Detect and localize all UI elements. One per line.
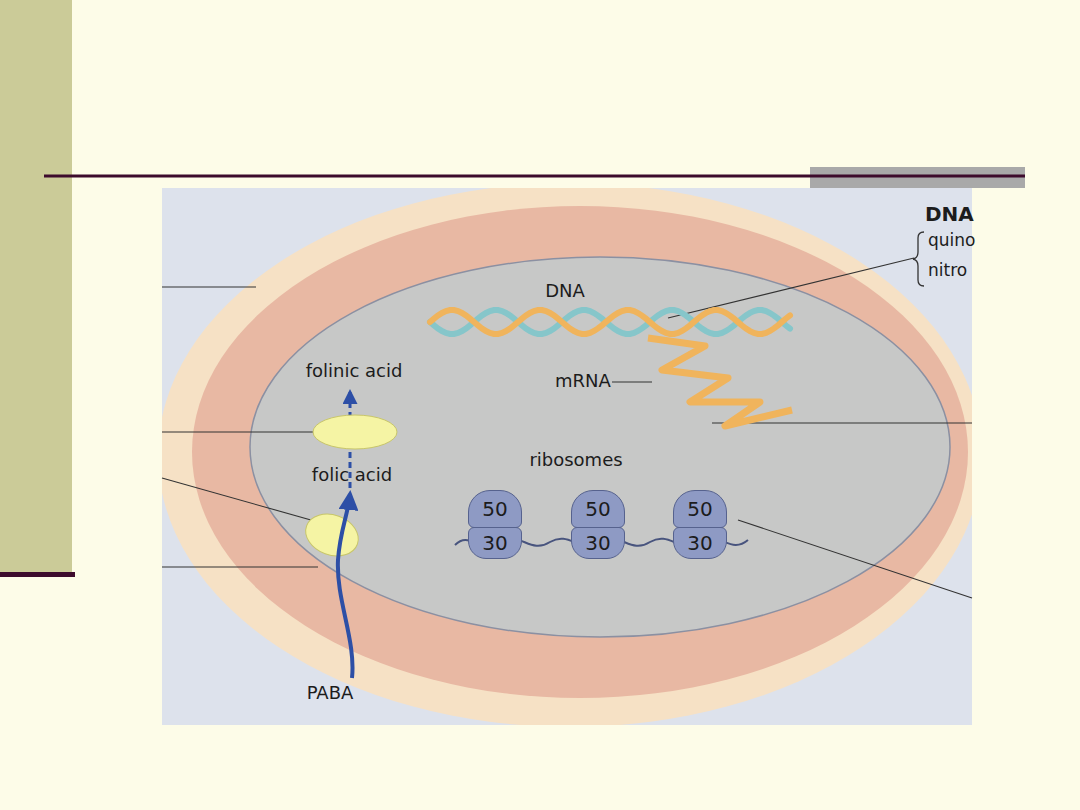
dna-strand bbox=[430, 310, 790, 334]
subunit-number: 30 bbox=[482, 531, 507, 555]
cell-wall bbox=[162, 188, 972, 725]
subunit-number: 50 bbox=[482, 497, 507, 521]
title-rule bbox=[44, 175, 1025, 178]
part-label: PABA bbox=[307, 683, 354, 704]
subunit-number: 50 bbox=[687, 497, 712, 521]
ribosome-large-subunit: 50 bbox=[673, 490, 727, 528]
enzyme bbox=[300, 507, 364, 563]
bracket bbox=[913, 232, 924, 286]
part-label: folinic acid bbox=[306, 361, 403, 382]
part-label: folic acid bbox=[312, 465, 392, 486]
dna-strand bbox=[430, 310, 790, 334]
side-band bbox=[0, 0, 72, 575]
part-label: mRNA bbox=[555, 371, 611, 392]
enzyme bbox=[313, 415, 397, 449]
part-label: quino bbox=[928, 231, 975, 251]
leader-lines bbox=[162, 258, 972, 598]
ribosome-large-subunit: 50 bbox=[468, 490, 522, 528]
mrna-strand bbox=[648, 338, 792, 426]
outer-membrane bbox=[192, 206, 968, 698]
ribosome-large-subunit: 50 bbox=[571, 490, 625, 528]
dna-helix bbox=[430, 310, 790, 334]
part-label: ribosomes bbox=[529, 450, 622, 471]
part-label: DNA bbox=[925, 203, 974, 226]
pabа-arrow bbox=[338, 494, 353, 678]
ribosome-small-subunit: 30 bbox=[571, 527, 625, 559]
subunit-number: 50 bbox=[585, 497, 610, 521]
ribosome-small-subunit: 30 bbox=[468, 527, 522, 559]
ribosome-small-subunit: 30 bbox=[673, 527, 727, 559]
band-rule bbox=[0, 572, 75, 577]
cytoplasm bbox=[250, 257, 950, 637]
subunit-number: 30 bbox=[585, 531, 610, 555]
part-label: DNA bbox=[545, 281, 585, 302]
subunit-number: 30 bbox=[687, 531, 712, 555]
part-label: nitro bbox=[928, 261, 967, 281]
